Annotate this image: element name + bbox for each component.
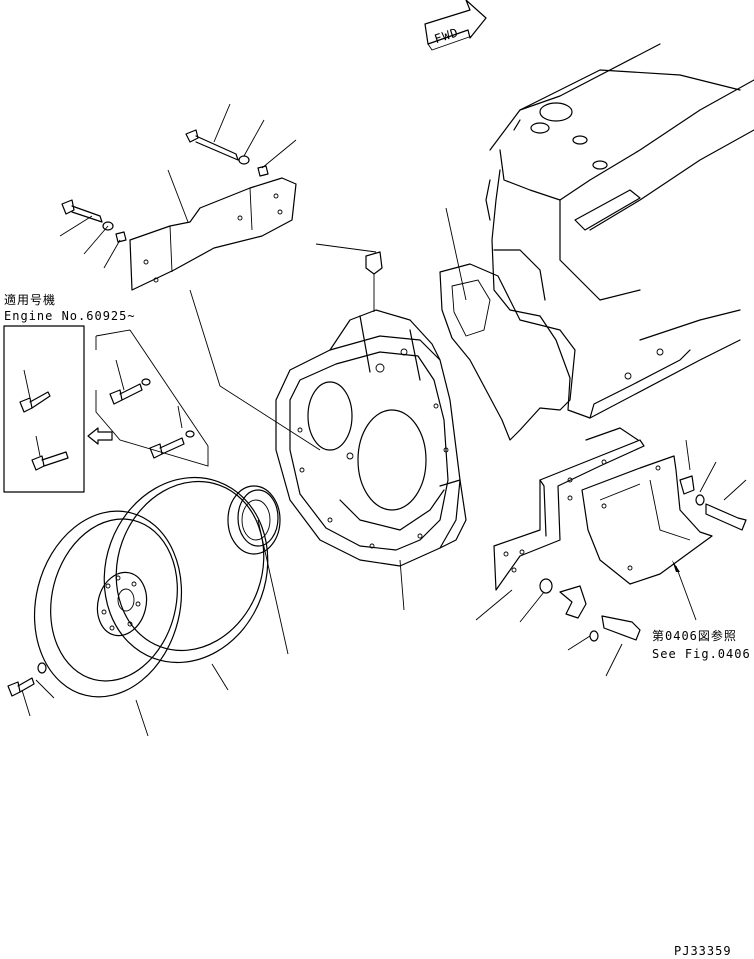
left-arrow-icon: [87, 427, 113, 445]
mount-support: [581, 455, 713, 585]
engine-block: [485, 43, 754, 419]
bolt-new-2: [149, 430, 195, 459]
bolt-right: [705, 503, 747, 531]
new-bolt-group: [95, 329, 209, 467]
drawing-code: PJ33359: [674, 944, 732, 958]
leader-lines: [21, 103, 747, 737]
flywheel-washer: [37, 662, 47, 674]
flywheel-bolt: [7, 677, 35, 697]
clip: [559, 585, 587, 619]
engine-mount-bracket-left: [129, 177, 297, 291]
washer-left: [102, 221, 114, 231]
nut-right: [679, 475, 695, 495]
washer-right: [695, 494, 705, 506]
see-fig-jp: 第0406図参照: [652, 628, 737, 643]
nut-left: [115, 231, 127, 243]
bolt-old-2: [31, 451, 69, 471]
serial-note-line2: Engine No.60925~: [4, 309, 136, 323]
see-fig-reference: 第0406図参照 See Fig.0406: [652, 628, 751, 661]
bolt-lower: [601, 615, 641, 641]
engine-mount-bracket-right: [493, 427, 645, 591]
ring-gear: [103, 476, 269, 664]
see-fig-en: See Fig.0406: [652, 647, 751, 661]
gasket: [439, 263, 576, 441]
bolt-old-1: [19, 391, 51, 413]
bolt-new-1: [109, 378, 151, 405]
breather-plug: [365, 251, 383, 312]
flywheel-housing: [275, 309, 467, 567]
spacer: [539, 578, 553, 594]
bolt-left: [61, 199, 103, 223]
serial-note: 適用号機 Engine No.60925~: [3, 292, 136, 493]
washer-upper: [238, 155, 250, 165]
oil-seal: [227, 485, 281, 555]
bolt-upper: [185, 129, 239, 161]
fwd-arrow-icon: FWD: [424, 0, 487, 51]
washer-lower: [589, 630, 599, 642]
reference-arrow-icon: [672, 560, 697, 621]
fwd-label: FWD: [433, 25, 461, 46]
serial-note-line1: 適用号機: [4, 292, 56, 307]
flywheel: [33, 510, 183, 698]
